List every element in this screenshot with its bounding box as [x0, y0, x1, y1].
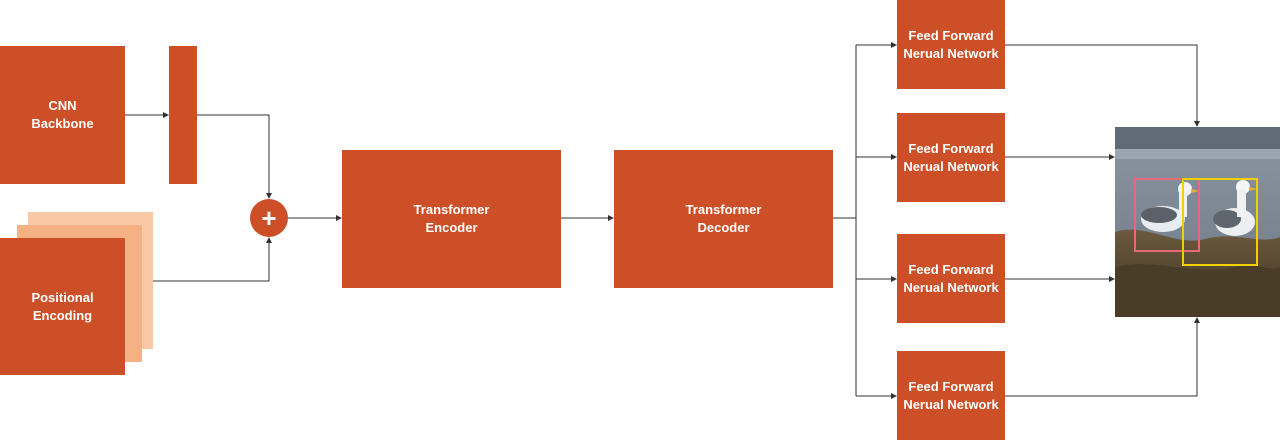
ffn-block-2: Feed Forward Nerual Network — [897, 113, 1005, 202]
transformer-decoder-label-line1: Transformer — [685, 202, 762, 217]
ffn-1-label-line2: Nerual Network — [903, 45, 999, 61]
feature-map-bar — [169, 46, 197, 184]
ffn-3-label-line1: Feed Forward — [908, 261, 994, 277]
right-gull-wing — [1213, 210, 1241, 228]
ffn-1-label-line1: Feed Forward — [908, 27, 994, 43]
positional-encoding-label-line2: Encoding — [32, 307, 93, 323]
ffn-2-label-line1: Feed Forward — [908, 140, 994, 156]
ffn-4-label-line2: Nerual Network — [903, 396, 999, 412]
arrow-ffn-4-to-image — [1005, 317, 1200, 397]
right-gull-beak — [1249, 187, 1258, 191]
transformer-decoder-label-line2: Decoder — [697, 220, 750, 235]
ffn-block-1: Feed Forward Nerual Network — [897, 0, 1005, 89]
seagull-photo — [1115, 127, 1280, 317]
water-band — [1115, 149, 1280, 159]
ffn-4-label-line1: Feed Forward — [908, 378, 994, 394]
sum-symbol: + — [261, 203, 277, 233]
output-detection-image — [1115, 127, 1280, 317]
ffn-2-label-line2: Nerual Network — [903, 158, 999, 174]
positional-encoding-block: Positional Encoding — [0, 238, 125, 375]
arrow-features-to-sum — [197, 114, 272, 199]
arrow-pe-to-sum — [153, 237, 272, 282]
cnn-backbone-block: CNN Backbone — [0, 46, 125, 184]
transformer-encoder-label-line2: Encoder — [425, 220, 478, 235]
transformer-encoder-block: Transformer Encoder — [342, 150, 561, 288]
left-gull-wing — [1141, 207, 1177, 223]
ffn-block-3: Feed Forward Nerual Network — [897, 234, 1005, 323]
cnn-backbone-label-line2: Backbone — [31, 116, 94, 131]
right-gull-neck — [1237, 189, 1246, 217]
transformer-encoder-label-line1: Transformer — [413, 202, 490, 217]
rock-foreground — [1115, 264, 1280, 317]
ffn-3-label-line2: Nerual Network — [903, 279, 999, 295]
positional-encoding-label-line1: Positional — [31, 289, 94, 305]
transformer-decoder-block: Transformer Decoder — [614, 150, 833, 288]
sum-node: + — [250, 199, 288, 237]
left-gull-beak — [1191, 189, 1199, 193]
ffn-block-4: Feed Forward Nerual Network — [897, 351, 1005, 440]
bbox-pink — [1134, 178, 1200, 252]
arrow-ffn-1-to-image — [1005, 44, 1200, 127]
cnn-backbone-label-line1: CNN — [48, 98, 77, 113]
bbox-yellow — [1182, 178, 1258, 266]
distant-shore — [1115, 127, 1280, 149]
